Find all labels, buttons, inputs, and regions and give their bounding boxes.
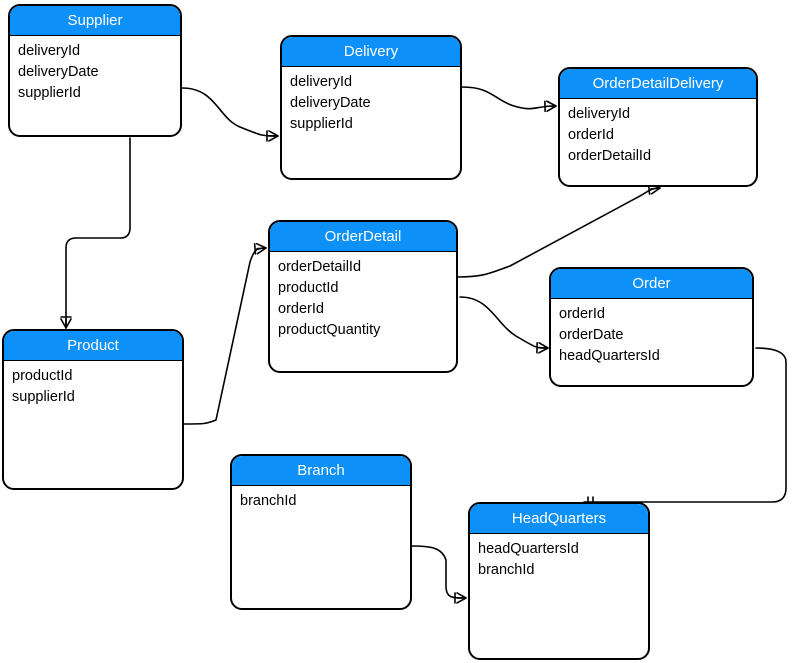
- entity-order[interactable]: Order orderId orderDate headQuartersId: [549, 267, 754, 387]
- entity-delivery-title: Delivery: [282, 37, 460, 67]
- entity-delivery-attributes: deliveryId deliveryDate supplierId: [282, 67, 460, 135]
- crows-foot-prongs: [456, 592, 467, 604]
- entity-orderdetail-title: OrderDetail: [270, 222, 456, 252]
- relationship-line: [457, 187, 661, 278]
- crows-foot-marker: [253, 242, 267, 255]
- relationship-line: [181, 87, 279, 137]
- crows-foot-prongs: [255, 242, 267, 255]
- relationship-rel-delivery-odd: [461, 86, 557, 113]
- attribute: supplierId: [12, 389, 75, 405]
- attribute: supplierId: [18, 85, 81, 101]
- entity-branch[interactable]: Branch branchId: [230, 454, 412, 610]
- entity-orderdetaildelivery-attributes: deliveryId orderId orderDetailId: [560, 99, 756, 167]
- attribute: headQuartersId: [478, 541, 579, 557]
- entity-headquarters-attributes: headQuartersId branchId: [470, 534, 648, 581]
- relationship-line: [65, 137, 131, 329]
- relationship-rel-orderdetail-odd: [457, 183, 661, 278]
- attribute: deliveryId: [290, 74, 353, 90]
- attribute: branchId: [478, 562, 535, 578]
- relationship-line: [183, 247, 267, 425]
- attribute: headQuartersId: [559, 348, 660, 364]
- attribute: branchId: [240, 493, 297, 509]
- cardinality-bar: [253, 243, 257, 255]
- crows-foot-marker: [536, 342, 549, 354]
- entity-product-attributes: productId supplierId: [4, 361, 182, 408]
- entity-order-title: Order: [551, 269, 752, 299]
- attribute: orderDetailId: [568, 148, 652, 164]
- entity-orderdetaildelivery[interactable]: OrderDetailDelivery deliveryId orderId o…: [558, 67, 758, 187]
- entity-orderdetail-attributes: orderDetailId productId orderId productQ…: [270, 252, 456, 341]
- entity-order-attributes: orderId orderDate headQuartersId: [551, 299, 752, 367]
- attribute: productQuantity: [278, 322, 381, 338]
- entity-orderdetail[interactable]: OrderDetail orderDetailId productId orde…: [268, 220, 458, 373]
- crows-foot-marker: [454, 592, 467, 604]
- crows-foot-prongs: [60, 318, 72, 329]
- attribute: deliveryId: [18, 43, 81, 59]
- entity-delivery[interactable]: Delivery deliveryId deliveryDate supplie…: [280, 35, 462, 180]
- attribute: orderId: [559, 306, 605, 322]
- entity-branch-title: Branch: [232, 456, 410, 486]
- attribute: orderDetailId: [278, 259, 362, 275]
- attribute: productId: [278, 280, 339, 296]
- entity-supplier-attributes: deliveryId deliveryDate supplierId: [10, 36, 180, 104]
- entity-product[interactable]: Product productId supplierId: [2, 329, 184, 490]
- relationship-rel-orderdetail-order: [459, 296, 549, 354]
- crows-foot-prongs: [538, 342, 549, 354]
- crows-foot-prongs: [546, 100, 557, 113]
- attribute: deliveryId: [568, 106, 631, 122]
- attribute: deliveryDate: [18, 64, 99, 80]
- entity-orderdetaildelivery-title: OrderDetailDelivery: [560, 69, 756, 99]
- entity-product-title: Product: [4, 331, 182, 361]
- relationship-rel-supplier-product: [60, 137, 131, 329]
- crows-foot-marker: [60, 316, 72, 329]
- crows-foot-marker: [266, 130, 279, 142]
- attribute: supplierId: [290, 116, 353, 132]
- entity-supplier-title: Supplier: [10, 6, 180, 36]
- attribute: orderId: [278, 301, 324, 317]
- crows-foot-marker: [544, 100, 557, 113]
- attribute: orderDate: [559, 327, 624, 343]
- relationship-line: [461, 86, 557, 110]
- entity-headquarters-title: HeadQuarters: [470, 504, 648, 534]
- attribute: deliveryDate: [290, 95, 371, 111]
- entity-branch-attributes: branchId: [232, 486, 410, 512]
- attribute: productId: [12, 368, 73, 384]
- attribute: orderId: [568, 127, 614, 143]
- relationship-rel-branch-headquarters: [411, 545, 467, 604]
- entity-headquarters[interactable]: HeadQuarters headQuartersId branchId: [468, 502, 650, 660]
- relationship-rel-product-orderdetail: [183, 242, 267, 425]
- relationship-line: [411, 545, 467, 599]
- relationship-rel-supplier-delivery: [181, 87, 279, 142]
- entity-supplier[interactable]: Supplier deliveryId deliveryDate supplie…: [8, 4, 182, 137]
- crows-foot-prongs: [268, 130, 279, 142]
- relationship-line: [459, 296, 549, 349]
